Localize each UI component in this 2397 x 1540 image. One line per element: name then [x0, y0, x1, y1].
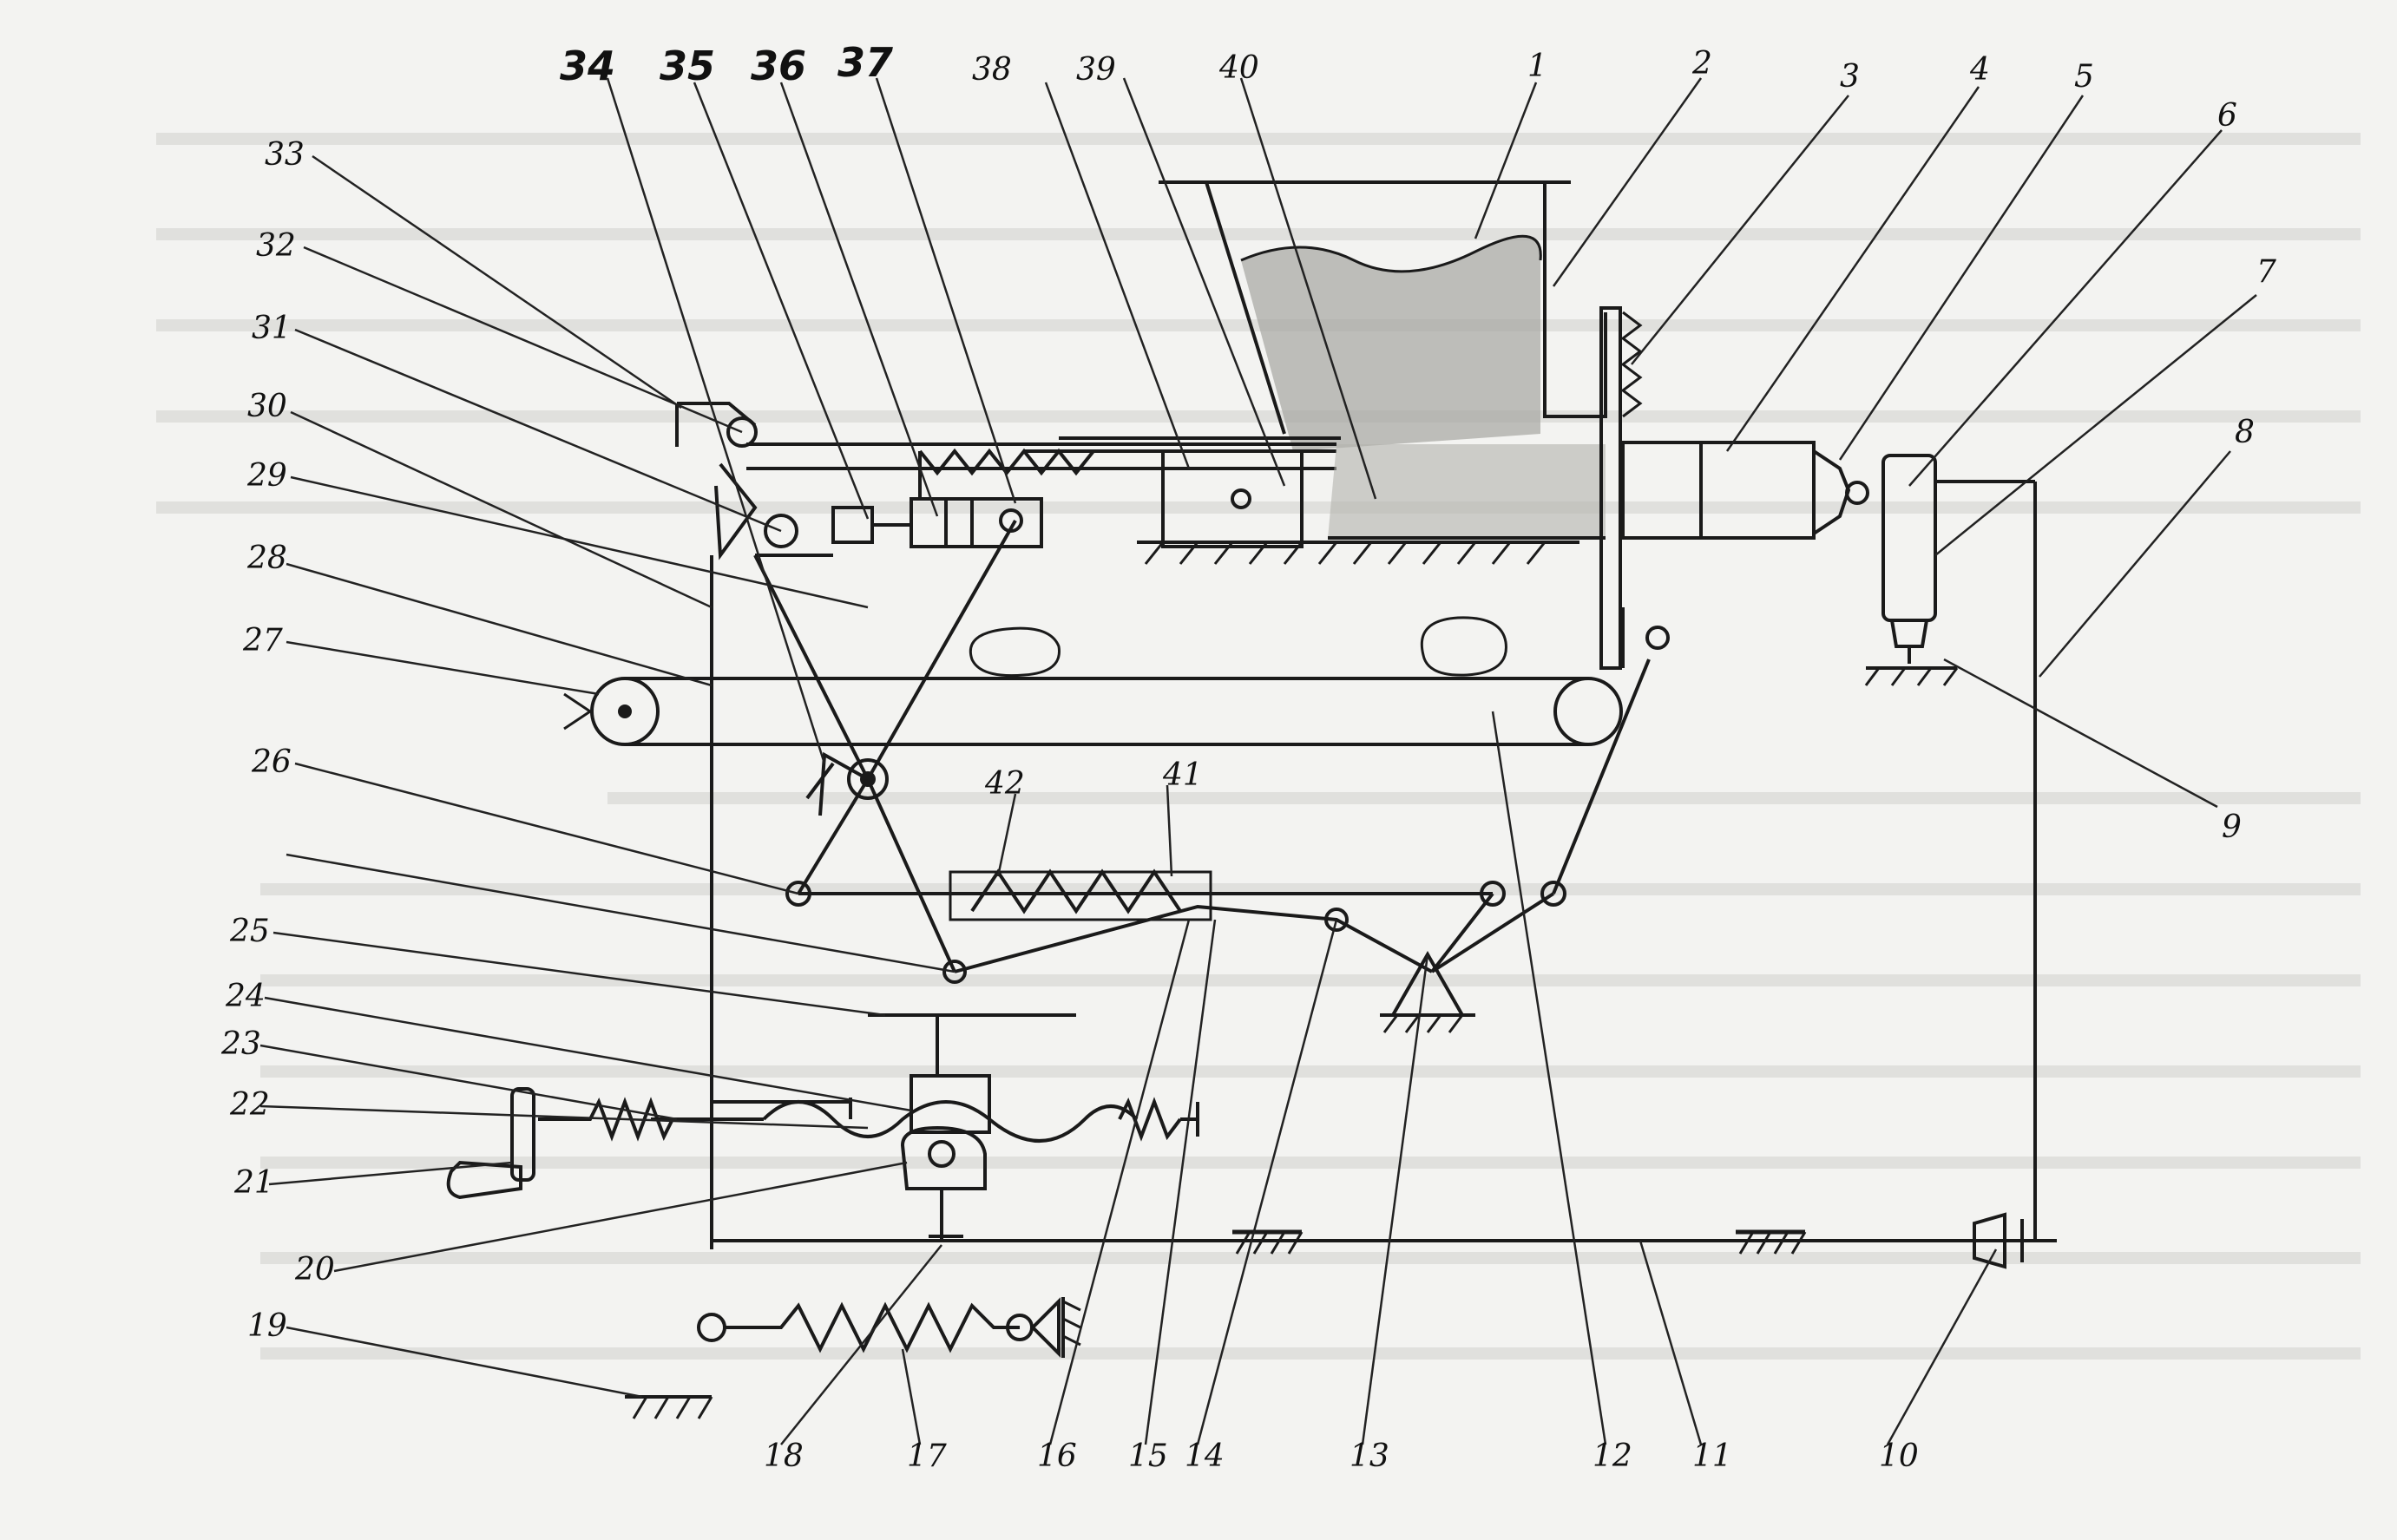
spring-17: [725, 1301, 1020, 1353]
nozzle-5: [1812, 449, 1851, 535]
spring-gate: [1620, 311, 1643, 418]
label-20: 20: [294, 1252, 335, 1288]
product-left: [969, 626, 1061, 678]
label-35: 35: [660, 43, 715, 89]
label-11: 11: [1692, 1438, 1732, 1474]
label-42: 42: [984, 766, 1025, 802]
label-29: 29: [246, 458, 287, 494]
label-6: 6: [2217, 98, 2237, 134]
part-labels: 1 2 3 4 5 6 7 8 9 10 11 12 13 14 15 16 1…: [220, 39, 2276, 1474]
upper-channel: [746, 436, 1606, 565]
wavy-cam-track: [762, 1100, 1139, 1143]
label-24: 24: [225, 979, 266, 1014]
rocker-pivot: [753, 520, 1017, 973]
cam-20: [900, 1125, 987, 1190]
label-26: 26: [251, 744, 292, 780]
piston-body-4: [1699, 441, 1816, 540]
label-2: 2: [1691, 46, 1712, 82]
label-19: 19: [247, 1308, 287, 1344]
label-34: 34: [560, 43, 615, 89]
background-texture: [156, 133, 2361, 1360]
label-41: 41: [1162, 757, 1203, 793]
spring-22: [1118, 1097, 1182, 1142]
label-7: 7: [2256, 254, 2276, 290]
label-5: 5: [2074, 59, 2094, 95]
label-22: 22: [229, 1087, 270, 1123]
shaft-bearings: [1232, 1229, 1807, 1255]
label-17: 17: [907, 1438, 947, 1474]
cam-mechanism: [446, 1013, 1199, 1241]
label-36: 36: [751, 43, 806, 89]
block-24: [910, 1074, 991, 1134]
spring-37: [918, 448, 1095, 476]
label-18: 18: [764, 1438, 804, 1474]
conveyor: [563, 616, 1623, 746]
piston-3: [1621, 441, 1703, 540]
label-28: 28: [246, 541, 287, 576]
label-3: 3: [1840, 59, 1860, 95]
top-left-bracket: [675, 402, 833, 560]
label-13: 13: [1350, 1438, 1389, 1474]
label-12: 12: [1593, 1438, 1632, 1474]
piston-assembly: [1599, 306, 2037, 1241]
chamber-40: [1328, 444, 1606, 538]
label-1: 1: [1527, 49, 1547, 84]
label-25: 25: [229, 914, 270, 949]
label-21: 21: [233, 1165, 274, 1201]
label-32: 32: [256, 228, 296, 264]
hopper: [1159, 180, 1607, 451]
cylinder-6: [1881, 454, 1937, 622]
bevel-gear-10: [1973, 1212, 2057, 1269]
label-4: 4: [1969, 52, 1990, 88]
handle-21: [510, 1087, 535, 1182]
label-23: 23: [220, 1026, 261, 1062]
label-39: 39: [1076, 52, 1116, 88]
spring-41-42: [949, 868, 1212, 921]
lower-linkage: [785, 659, 1651, 1033]
label-8: 8: [2235, 415, 2255, 450]
label-38: 38: [972, 52, 1012, 88]
label-27: 27: [242, 623, 283, 659]
label-31: 31: [252, 311, 292, 346]
leader-lines: [259, 77, 2257, 1445]
product-right: [1421, 616, 1507, 677]
label-9: 9: [2222, 809, 2242, 845]
label-37: 37: [837, 39, 893, 86]
label-16: 16: [1037, 1438, 1077, 1474]
label-40: 40: [1218, 50, 1259, 86]
vertical-gate-2: [1599, 306, 1622, 670]
label-30: 30: [247, 389, 287, 424]
label-10: 10: [1879, 1438, 1919, 1474]
slider-block-38: [1161, 449, 1304, 548]
label-14: 14: [1185, 1438, 1225, 1474]
pusher-assembly: [831, 451, 1043, 548]
frame: [710, 555, 2057, 1249]
label-33: 33: [265, 137, 305, 173]
label-15: 15: [1128, 1438, 1168, 1474]
hopper-material: [1241, 236, 1541, 451]
